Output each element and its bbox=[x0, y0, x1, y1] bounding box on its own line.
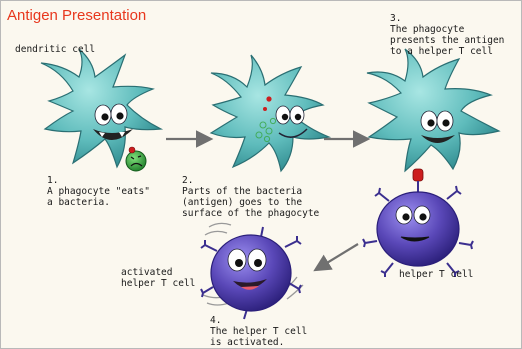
step-number: 2. bbox=[182, 175, 319, 186]
dendritic-cell-icon bbox=[41, 49, 161, 167]
activated-label-line: helper T cell bbox=[121, 278, 195, 289]
arrow-down-left-icon bbox=[317, 244, 358, 269]
step-4: 4. The helper T cell is activated. bbox=[210, 315, 307, 348]
dendritic-cell-icon bbox=[367, 49, 499, 171]
step-line: a bacteria. bbox=[47, 197, 150, 208]
step-number: 3. bbox=[390, 13, 504, 24]
step-number: 4. bbox=[210, 315, 307, 326]
step-line: The phagocyte bbox=[390, 24, 504, 35]
antigen-receptor-icon bbox=[413, 169, 423, 193]
helper-t-cell-icon bbox=[363, 186, 473, 277]
step-3: 3. The phagocyte presents the antigen to… bbox=[390, 13, 504, 57]
activated-helper-t-cell-icon bbox=[201, 223, 303, 319]
bacteria-icon bbox=[126, 147, 146, 171]
dendritic-cell-icon bbox=[211, 55, 329, 171]
step-line: is activated. bbox=[210, 337, 307, 348]
activated-label-line: activated bbox=[121, 267, 195, 278]
step-line: Parts of the bacteria bbox=[182, 186, 319, 197]
helper-t-cell-label: helper T cell bbox=[399, 269, 473, 280]
step-line: The helper T cell bbox=[210, 326, 307, 337]
step-1: 1. A phagocyte "eats" a bacteria. bbox=[47, 175, 150, 208]
dendritic-cell-label: dendritic cell bbox=[15, 44, 95, 55]
step-line: A phagocyte "eats" bbox=[47, 186, 150, 197]
step-2: 2. Parts of the bacteria (antigen) goes … bbox=[182, 175, 319, 219]
step-number: 1. bbox=[47, 175, 150, 186]
step-line: surface of the phagocyte bbox=[182, 208, 319, 219]
activated-helper-t-cell-label: activated helper T cell bbox=[121, 267, 195, 289]
step-line: to a helper T cell bbox=[390, 46, 504, 57]
step-line: (antigen) goes to the bbox=[182, 197, 319, 208]
step-line: presents the antigen bbox=[390, 35, 504, 46]
page-title: Antigen Presentation bbox=[7, 7, 146, 24]
